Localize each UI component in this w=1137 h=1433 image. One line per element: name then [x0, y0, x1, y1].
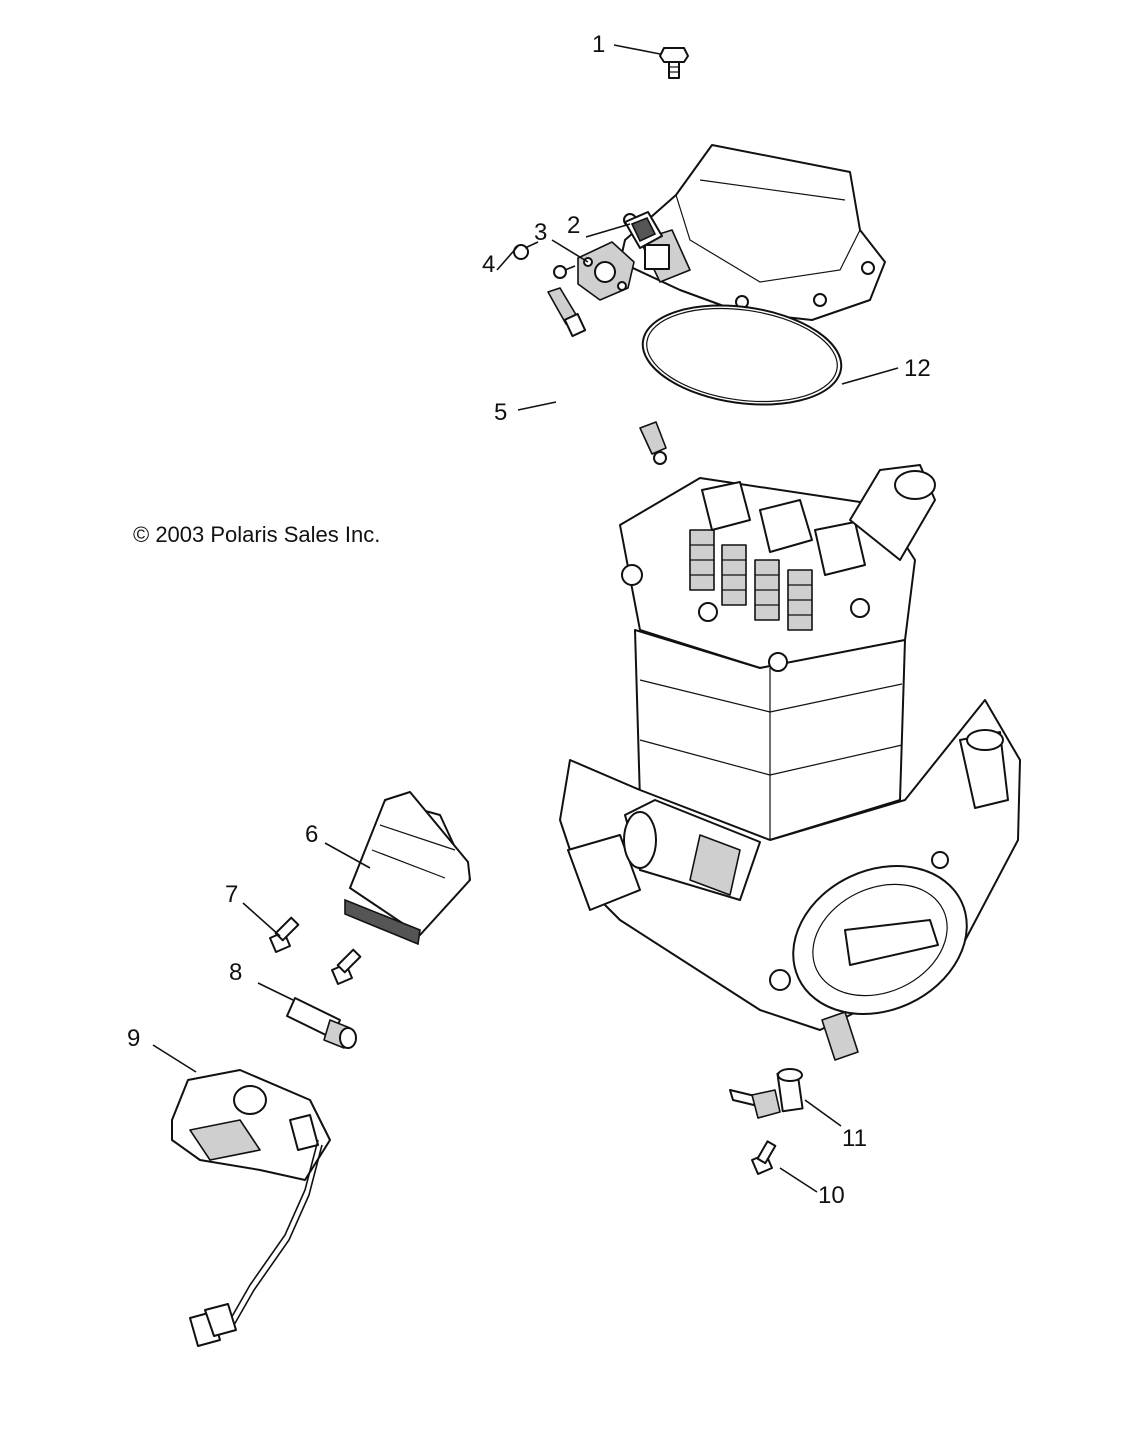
callout-5: 5 [494, 399, 507, 426]
callout-9: 9 [127, 1025, 140, 1052]
callout-12: 12 [904, 355, 931, 382]
callout-1: 1 [592, 31, 605, 58]
copyright-text: © 2003 Polaris Sales Inc. [133, 522, 380, 547]
callout-7: 7 [225, 881, 238, 908]
callout-3: 3 [534, 219, 547, 246]
part-10-bolt [751, 1140, 777, 1175]
callout-10: 10 [818, 1182, 845, 1209]
callout-6: 6 [305, 821, 318, 848]
callout-8: 8 [229, 959, 242, 986]
part-3-housing [577, 241, 635, 301]
valve-springs [689, 529, 813, 631]
engine-block [559, 464, 1021, 1061]
callout-4: 4 [482, 251, 495, 278]
part-5-sensor [547, 287, 667, 465]
part-4-screw [513, 241, 576, 279]
part-1-bolt [659, 47, 689, 79]
part-6-intake-boot [344, 791, 471, 946]
valve-cover [619, 144, 886, 321]
callout-labels: 1 2 3 4 5 6 7 8 9 10 11 12 [127, 31, 931, 1209]
leader-lines [152, 44, 899, 1193]
callout-11: 11 [842, 1125, 867, 1152]
part-11-sensor [729, 1068, 804, 1119]
part-7-bolts [269, 916, 362, 985]
part-9-throttle-body [171, 1069, 331, 1347]
part-12-o-ring [641, 304, 843, 406]
part-2-gasket [624, 211, 663, 249]
callout-2: 2 [567, 212, 580, 239]
part-8-injector [286, 997, 357, 1049]
